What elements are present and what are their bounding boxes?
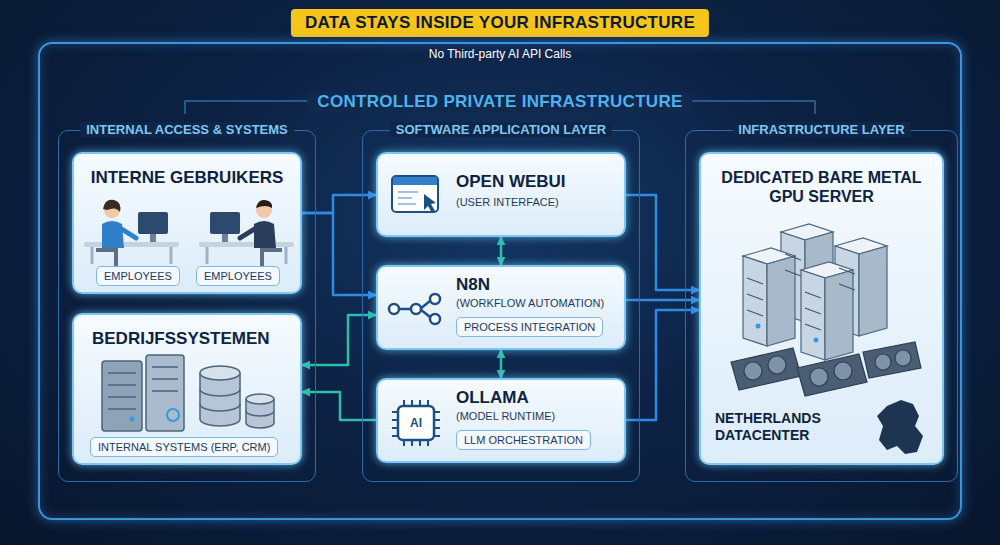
box-title: OPEN WEBUI	[456, 172, 621, 192]
box-title: N8N	[456, 275, 621, 295]
region-frame: CONTROLLED PRIVATE INFRASTRUCTURE INTERNA…	[38, 42, 962, 520]
connector-arrow	[302, 213, 376, 295]
box-subtitle: (WORKFLOW AUTOMATION)	[456, 297, 621, 309]
location-label: NETHERLANDS DATACENTER	[715, 410, 865, 444]
connector-arrow	[500, 350, 503, 378]
connector-arrow	[626, 195, 699, 290]
layer-column: INTERNAL ACCESS & SYSTEMS INTERNE GEBRUI…	[58, 130, 316, 482]
browser-icon	[378, 154, 458, 239]
connector-arrow	[626, 310, 699, 420]
box-title: OLLAMA	[456, 388, 621, 408]
app-box: N8N (WORKFLOW AUTOMATION) PROCESS INTEGRAT…	[376, 265, 626, 350]
app-box: OLLAMA (MODEL RUNTIME) LLM ORCHESTRATION AI	[376, 378, 626, 463]
box-title: DEDICATED BARE METAL GPU SERVER	[705, 168, 938, 206]
systems-box: BEDRIJFSSYSTEMEN INTERNAL SYSTEMS (ERP, C…	[72, 313, 302, 465]
workflow-icon	[378, 267, 458, 352]
layer-column: SOFTWARE APPLICATION LAYER OPEN WEBUI(US…	[362, 130, 640, 482]
tag-pill: PROCESS INTEGRATION	[456, 317, 603, 337]
tag-pill: INTERNAL SYSTEMS (ERP, CRM)	[90, 437, 278, 457]
subtitle-note: No Third-party AI API Calls	[429, 47, 572, 61]
app-box: OPEN WEBUI (USER INTERFACE)	[376, 152, 626, 237]
chip-label: AI	[398, 416, 434, 430]
connector-arrow	[500, 237, 503, 265]
box-title: INTERNE GEBRUIKERS	[74, 168, 300, 188]
tag-pill: EMPLOYEES	[196, 266, 280, 286]
users-box: INTERNE GEBRUIKERS EMPLOYEES EMPLOYEES	[72, 152, 302, 294]
connector-arrow	[626, 299, 699, 302]
connector-arrow	[302, 392, 376, 420]
column-heading: INTERNAL ACCESS & SYSTEMS	[80, 122, 294, 137]
box-subtitle: (MODEL RUNTIME)	[456, 410, 621, 422]
column-heading: SOFTWARE APPLICATION LAYER	[390, 122, 612, 137]
box-subtitle: (USER INTERFACE)	[456, 196, 621, 208]
tag-pill: EMPLOYEES	[96, 266, 180, 286]
server-box: DEDICATED BARE METAL GPU SERVER NETHERLAN…	[699, 152, 944, 465]
region-heading: CONTROLLED PRIVATE INFRASTRUCTURE	[307, 92, 692, 112]
connector-arrow	[302, 315, 376, 365]
column-heading: INFRASTRUCTURE LAYER	[732, 122, 910, 137]
connector-arrow	[302, 195, 376, 213]
layer-column: INFRASTRUCTURE LAYER DEDICATED BARE META…	[685, 130, 958, 482]
box-title: BEDRIJFSSYSTEMEN	[92, 329, 292, 349]
tag-pill: LLM ORCHESTRATION	[456, 430, 591, 450]
title-banner: DATA STAYS INSIDE YOUR INFRASTRUCTURE	[291, 9, 709, 37]
